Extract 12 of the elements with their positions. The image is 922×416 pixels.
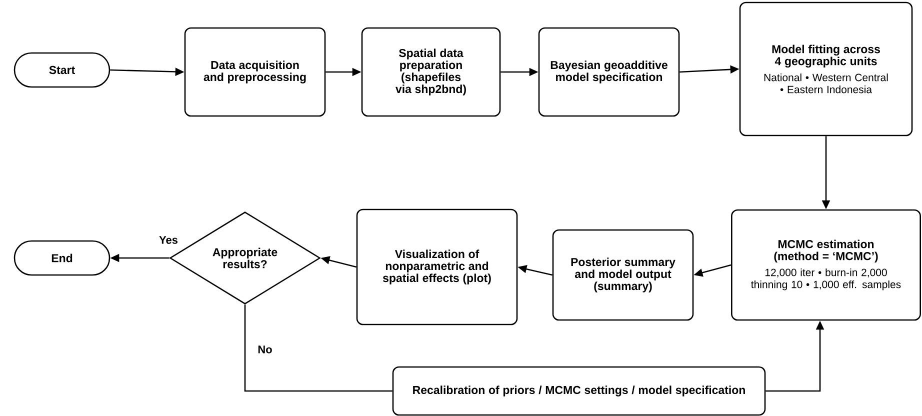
process-box: Model fitting across 4 geographic units National • Western Central • Eastern Indonesia	[739, 2, 913, 136]
edge-label: No	[256, 344, 274, 354]
process-box: Data acquisition and preprocessing	[184, 27, 326, 117]
process-box: Bayesian geoadditive model specification	[538, 27, 680, 117]
process-box: Spatial data preparation (shapefiles via shp2bnd)	[361, 27, 501, 117]
process-box: Visualization of nonparametric and spatial effects (plot)	[356, 208, 518, 326]
process-box: Recalibration of priors / MCMC settings / model specification	[392, 366, 766, 416]
process-box: Posterior summary and model output (summary)	[552, 229, 694, 321]
connector-line	[244, 304, 392, 392]
process-box: MCMC estimation (method = ‘MCMC’) 12,000 iter • burn-in 2,000 thinning 10 • 1,000 eff. samples	[731, 209, 921, 321]
terminal-box: Start	[14, 52, 110, 88]
terminal-box: End	[14, 240, 110, 276]
